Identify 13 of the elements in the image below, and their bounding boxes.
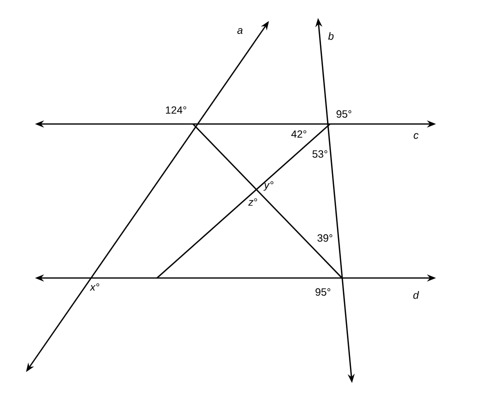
line-name: a bbox=[237, 28, 243, 34]
angle-label: 42° bbox=[291, 130, 306, 138]
angle-label: z° bbox=[248, 198, 258, 206]
angle-label: 95° bbox=[336, 110, 352, 118]
angle-label: 53° bbox=[312, 150, 328, 158]
line-name: c bbox=[414, 133, 418, 139]
line-name: b bbox=[328, 32, 334, 40]
line-name: d bbox=[413, 291, 420, 299]
angle-label: 124° bbox=[166, 106, 186, 114]
angle-label: 95° bbox=[316, 288, 330, 296]
angle-label: x° bbox=[90, 283, 100, 291]
angle-label: y° bbox=[263, 181, 274, 191]
angle-label: 39° bbox=[317, 234, 332, 242]
